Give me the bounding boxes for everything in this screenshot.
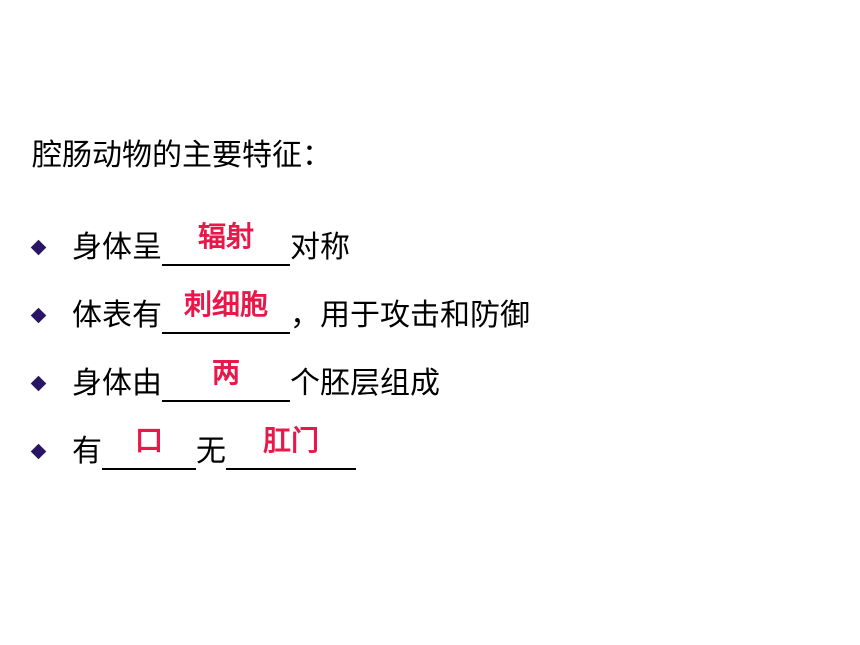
text-after-blank: ，用于攻击和防御 [290,298,530,333]
text-before-blank: 身体由 [72,366,162,401]
diamond-bullet-icon [30,443,47,460]
slide-title: 腔肠动物的主要特征： [32,138,332,173]
list-item: 身体呈 辐射 对称 [0,220,860,268]
text-before-blank: 体表有 [72,298,162,333]
diamond-bullet-icon [30,375,47,392]
text-between-blanks: 无 [196,434,226,469]
list-item-text: 身体呈 辐射 对称 [72,220,350,268]
fill-in-blank: 刺细胞 [162,288,290,334]
fill-in-blank: 两 [162,356,290,402]
fill-in-blank: 肛门 [226,424,356,470]
text-before-blank: 身体呈 [72,230,162,265]
answer-text: 肛门 [262,424,320,457]
fill-in-blank: 辐射 [162,220,290,266]
text-before-blank: 有 [72,434,102,469]
answer-text: 刺细胞 [183,288,269,321]
answer-text: 辐射 [197,220,255,253]
diamond-bullet-icon [30,307,47,324]
list-item-text: 身体由 两 个胚层组成 [72,356,440,404]
list-item: 体表有 刺细胞 ，用于攻击和防御 [0,288,860,336]
list-item: 身体由 两 个胚层组成 [0,356,860,404]
answer-text: 两 [211,356,241,389]
text-after-blank: 个胚层组成 [290,366,440,401]
list-item-text: 有 口 无 肛门 [72,424,356,472]
diamond-bullet-icon [30,239,47,256]
fill-in-blank: 口 [102,424,196,470]
list-item-text: 体表有 刺细胞 ，用于攻击和防御 [72,288,530,336]
text-after-blank: 对称 [290,230,350,265]
list-item: 有 口 无 肛门 [0,424,860,472]
answer-text: 口 [134,424,164,457]
